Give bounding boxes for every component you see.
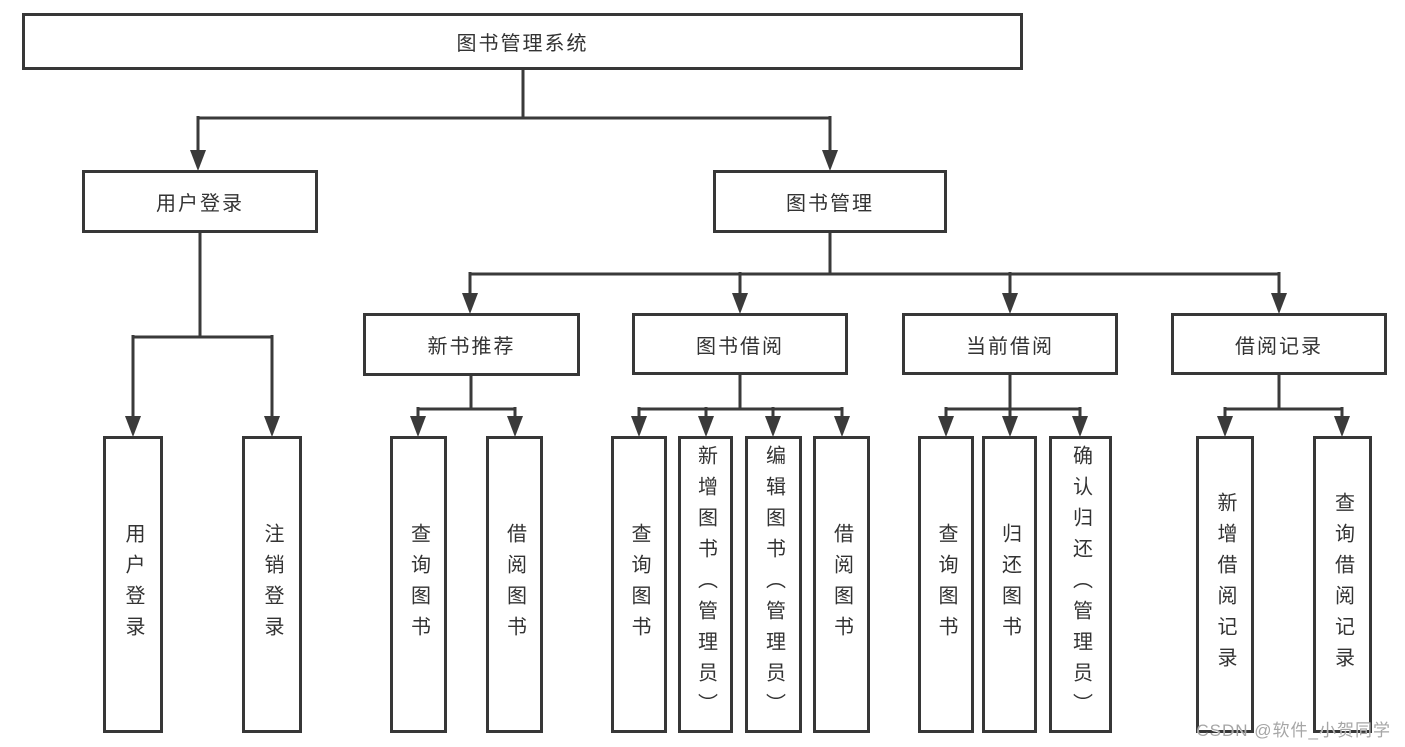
node-root-label: 图书管理系统 [456,33,589,55]
leaf-add-book-admin: 新增图书（管理员） [678,436,733,733]
leaf-add-borrow-record: 新增借阅记录 [1196,436,1254,733]
node-new-book-recommend: 新书推荐 [363,313,580,376]
leaf-confirm-return-admin-label: 确认归还（管理员） [1069,445,1092,724]
node-current-borrow: 当前借阅 [902,313,1118,375]
leaf-query-book-3-label: 查询图书 [935,522,957,647]
leaf-return-book-label: 归还图书 [998,522,1021,647]
node-borrow-record-label: 借阅记录 [1235,335,1323,358]
node-book-borrow: 图书借阅 [632,313,848,375]
node-borrow-record: 借阅记录 [1171,313,1387,375]
leaf-borrow-book-1: 借阅图书 [486,436,543,733]
leaf-edit-book-admin-label: 编辑图书（管理员） [762,445,785,724]
leaf-query-book-1: 查询图书 [390,436,447,733]
leaf-logout-label: 注销登录 [261,522,283,647]
leaf-query-book-3: 查询图书 [918,436,974,733]
node-user-login-label: 用户登录 [156,193,244,215]
node-current-borrow-label: 当前借阅 [966,335,1054,358]
leaf-borrow-book-2: 借阅图书 [813,436,870,733]
leaf-add-borrow-record-label: 新增借阅记录 [1214,491,1236,678]
leaf-query-book-2-label: 查询图书 [628,522,650,647]
node-book-management: 图书管理 [713,170,947,233]
leaf-borrow-book-2-label: 借阅图书 [830,522,853,647]
node-new-book-recommend-label: 新书推荐 [427,336,516,358]
leaf-user-login-label: 用户登录 [122,522,144,647]
leaf-logout: 注销登录 [242,436,302,733]
leaf-query-borrow-record-label: 查询借阅记录 [1331,491,1354,678]
leaf-query-borrow-record: 查询借阅记录 [1313,436,1372,733]
leaf-edit-book-admin: 编辑图书（管理员） [745,436,802,733]
node-book-borrow-label: 图书借阅 [696,335,784,358]
leaf-confirm-return-admin: 确认归还（管理员） [1049,436,1112,733]
node-root: 图书管理系统 [22,13,1023,70]
csdn-watermark: CSDN @软件_小贺同学 [1196,721,1391,740]
connector-lines [131,70,1344,418]
node-user-login: 用户登录 [82,170,318,233]
leaf-user-login: 用户登录 [103,436,163,733]
leaf-borrow-book-1-label: 借阅图书 [503,522,526,647]
leaf-add-book-admin-label: 新增图书（管理员） [694,445,717,724]
leaf-return-book: 归还图书 [982,436,1037,733]
arrowheads [125,150,1350,437]
leaf-query-book-2: 查询图书 [611,436,667,733]
leaf-query-book-1-label: 查询图书 [407,522,430,647]
node-book-management-label: 图书管理 [786,193,874,215]
